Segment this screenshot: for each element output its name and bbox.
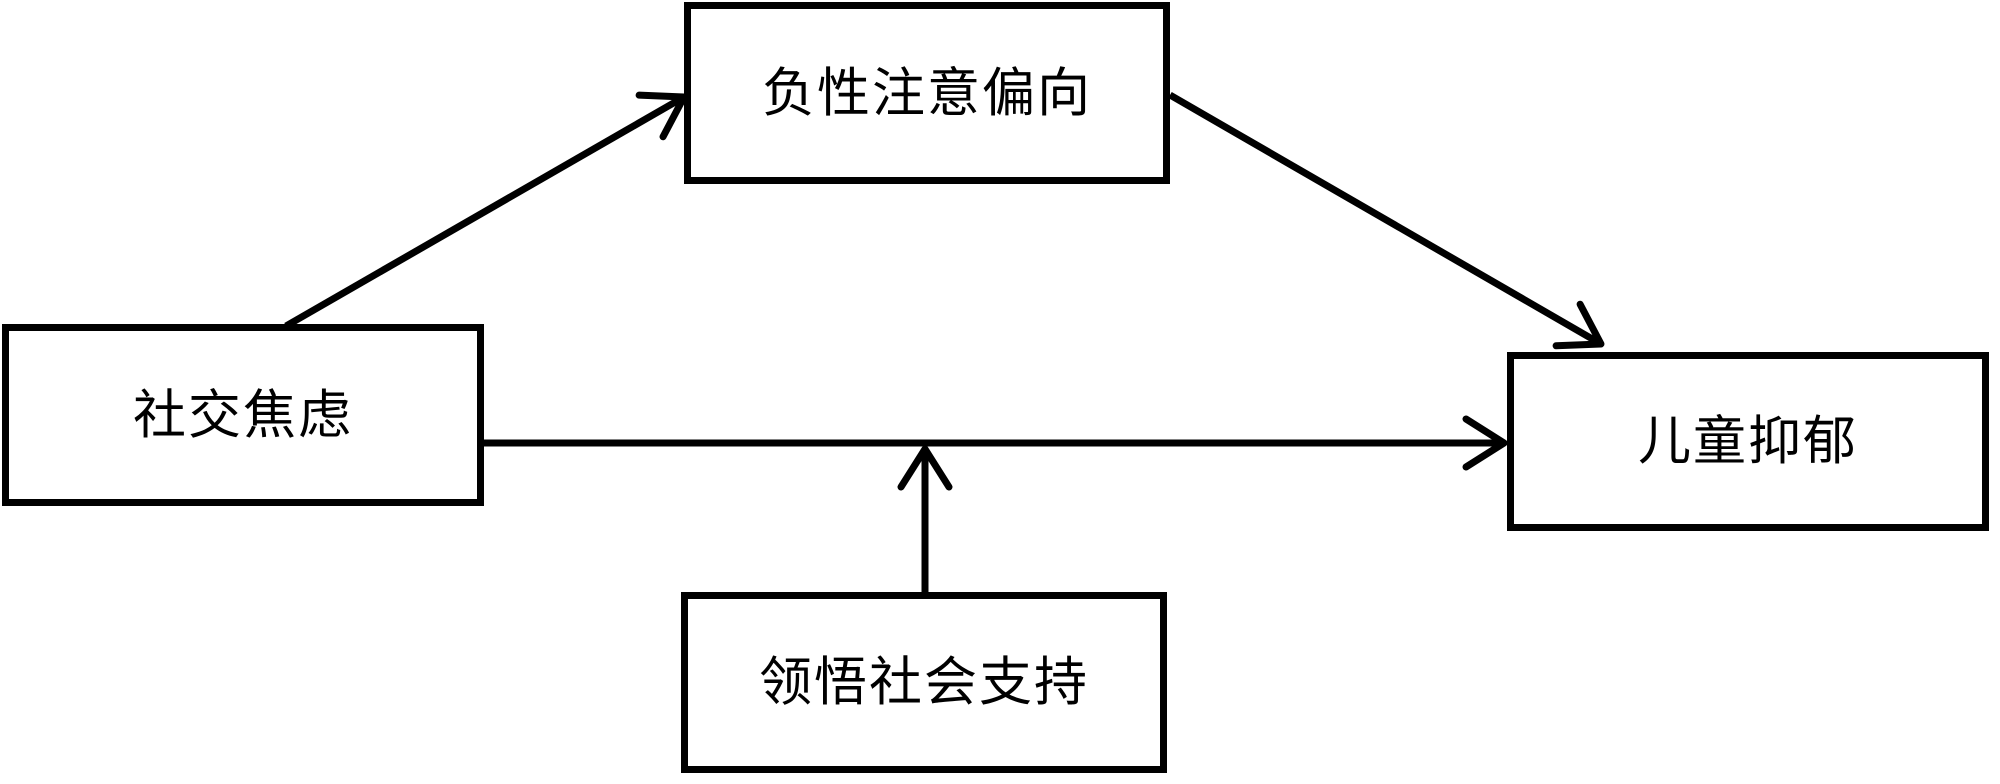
node-perceived-social-support-label: 领悟社会支持	[759, 652, 1089, 713]
node-negative-attention-bias: 负性注意偏向	[684, 2, 1170, 184]
node-social-anxiety-label: 社交焦虑	[133, 384, 353, 446]
node-perceived-social-support: 领悟社会支持	[681, 592, 1167, 773]
node-social-anxiety: 社交焦虑	[2, 324, 484, 506]
edge-negative-attention-bias-to-child-depression	[1168, 91, 1605, 350]
node-negative-attention-bias-label: 负性注意偏向	[762, 62, 1092, 124]
node-child-depression: 儿童抑郁	[1507, 352, 1989, 531]
node-child-depression-label: 儿童抑郁	[1638, 411, 1858, 472]
edge-social-anxiety-to-negative-attention-bias	[284, 91, 688, 330]
